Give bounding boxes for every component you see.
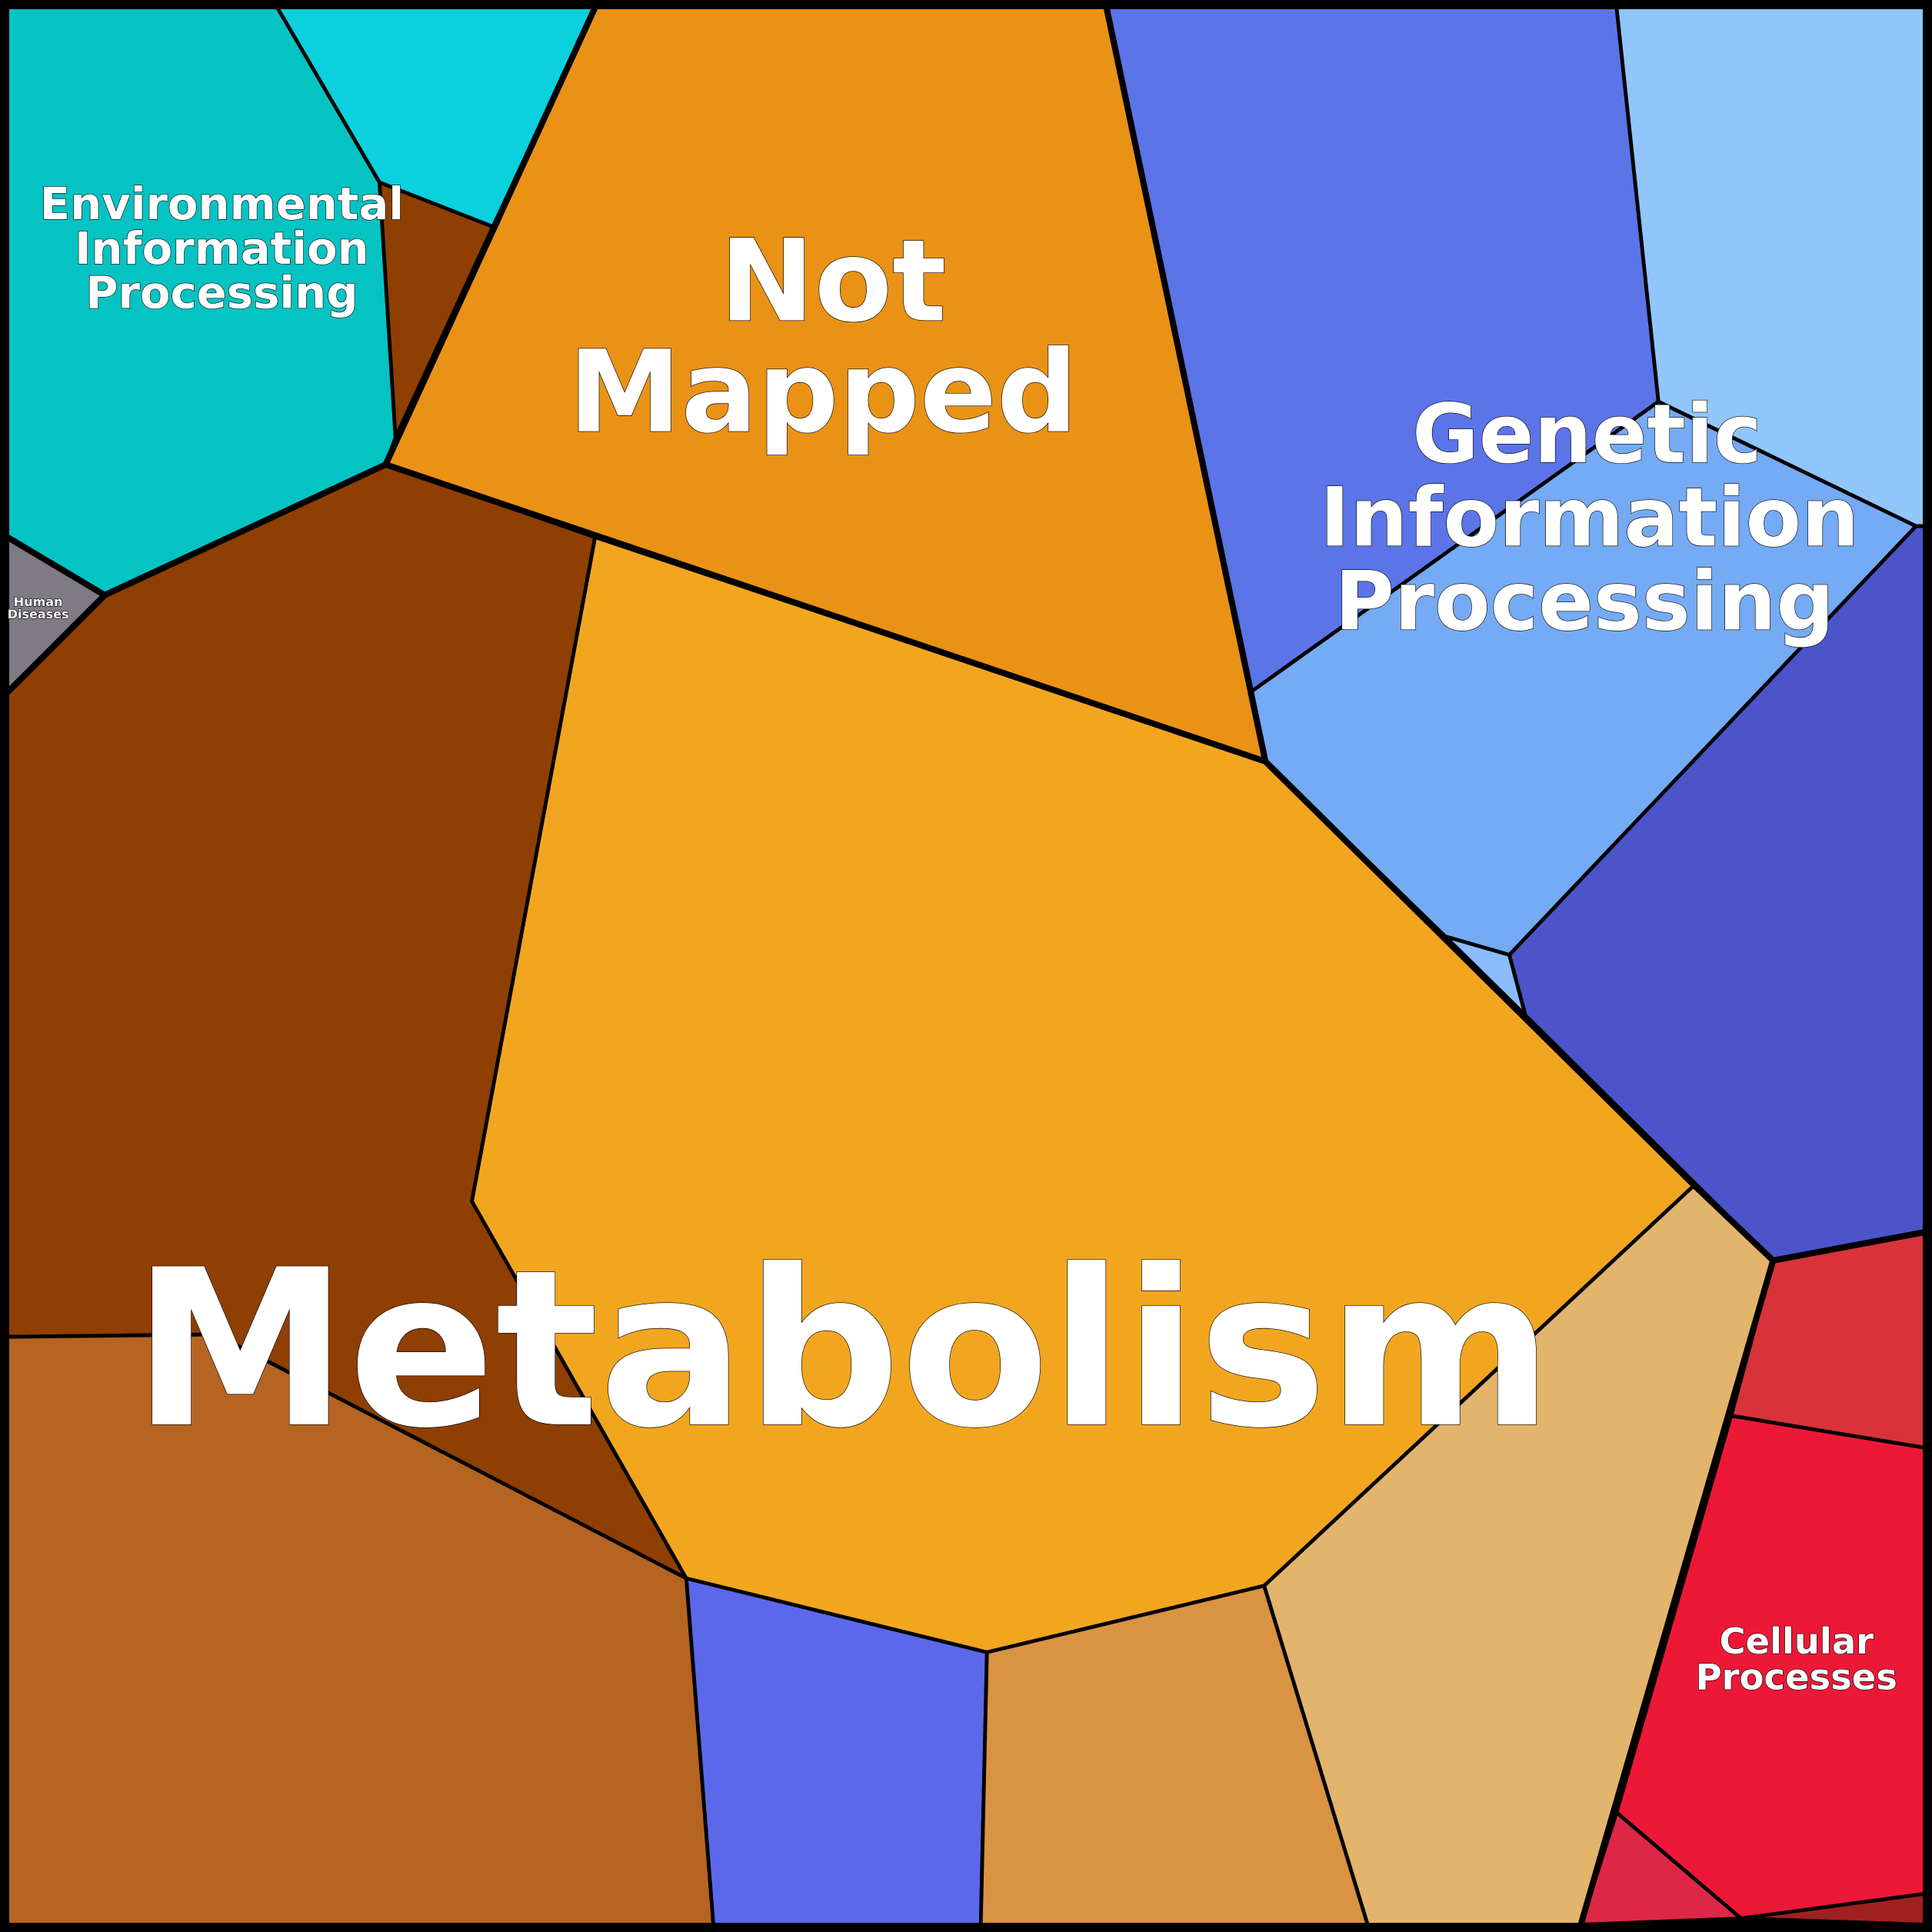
label-metabolism: Metabolism — [132, 1224, 1553, 1476]
label-genetic-1: Genetic — [1412, 387, 1762, 481]
label-not-mapped-1: Not — [719, 215, 946, 348]
label-environmental-2: Information — [75, 222, 369, 275]
label-human-diseases-1: Human — [14, 595, 63, 609]
label-environmental-1: Environmental — [40, 178, 404, 230]
label-genetic-3: Processing — [1334, 555, 1834, 649]
label-cellular-1: Cellular — [1719, 1621, 1874, 1662]
label-genetic-2: Information — [1320, 471, 1860, 565]
label-not-mapped-2: Mapped — [568, 326, 1078, 458]
label-human-diseases-2: Diseases — [8, 607, 69, 621]
label-cellular-2: Processes — [1696, 1656, 1897, 1697]
label-environmental-3: Processing — [85, 267, 358, 319]
